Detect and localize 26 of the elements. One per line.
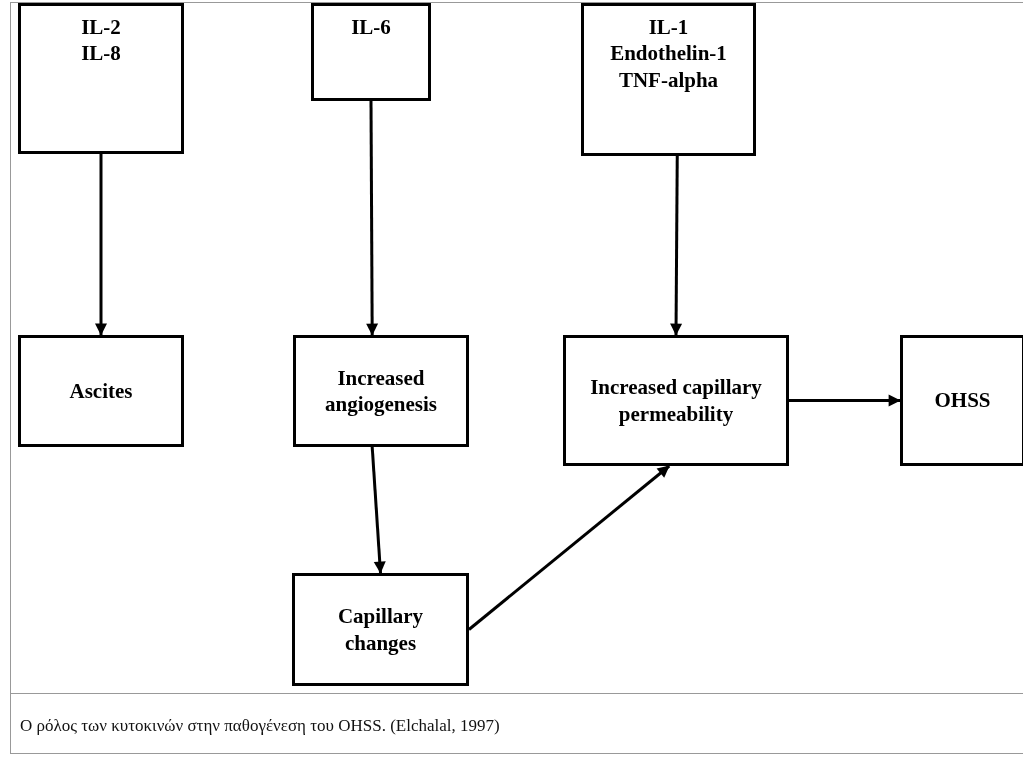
node-label: Endothelin-1	[610, 40, 727, 67]
node-label: Increased angiogenesis	[324, 364, 438, 418]
arrow	[789, 394, 901, 407]
node-label: IL-2	[81, 14, 121, 41]
node-label: IL-6	[351, 14, 391, 41]
process-box	[563, 335, 789, 466]
node-label: IL-8	[81, 40, 121, 67]
node-label: OHSS	[934, 387, 991, 414]
node-label: TNF-alpha	[618, 66, 719, 93]
arrow	[366, 101, 379, 336]
arrow	[670, 156, 683, 336]
arrow	[370, 446, 386, 574]
arrow	[468, 464, 671, 631]
process-box	[581, 3, 756, 156]
node-label: Ascites	[69, 377, 133, 405]
process-box	[900, 335, 1023, 466]
process-box	[18, 3, 184, 154]
node-label: Capillary changes	[336, 603, 425, 656]
process-box	[18, 335, 184, 447]
arrow	[95, 154, 107, 336]
caption: Ο ρόλος των κυτοκινών στην παθογένεση του OHSS. (Elchalal, 1997)	[20, 716, 500, 736]
process-box	[311, 3, 431, 101]
node-label: Increased capillary permeability	[589, 374, 763, 427]
process-box	[292, 573, 469, 686]
node-label: IL-1	[648, 14, 689, 41]
process-box	[293, 335, 469, 447]
